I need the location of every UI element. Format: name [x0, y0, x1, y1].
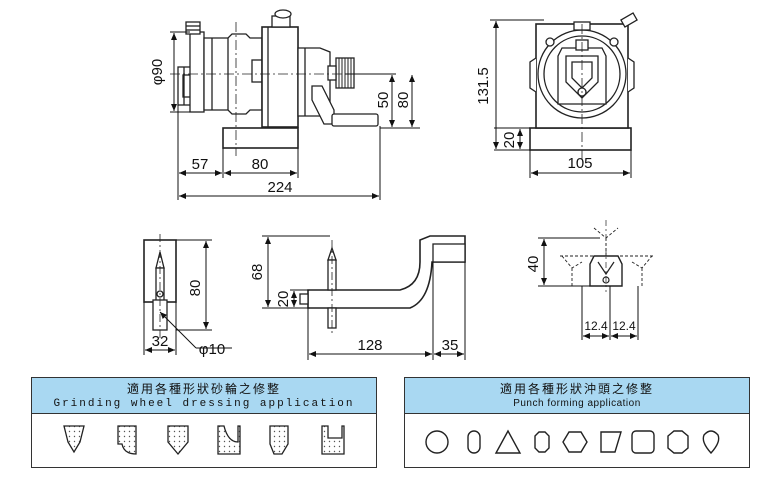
circle-shape [425, 430, 449, 454]
concave-wheel-shape [217, 425, 241, 455]
v-wheel-shape [63, 425, 85, 454]
holder-view [143, 234, 177, 338]
diameter-label: φ90 [149, 59, 166, 85]
arm-length-label: 128 [357, 337, 382, 354]
oval-shape [467, 430, 481, 454]
punch-application-panel: 適用各種形狀沖頭之修整 Punch forming application [404, 377, 750, 468]
grinding-panel-header: 適用各種形狀砂輪之修整 Grinding wheel dressing appl… [32, 378, 376, 414]
punch-height-label: 40 [525, 256, 542, 273]
front-view-dimensions [170, 31, 420, 200]
width-left-label: 57 [192, 156, 209, 173]
holder-height-label: 80 [187, 280, 204, 297]
arm-tip-label: 35 [442, 337, 459, 354]
triangle-shape [494, 429, 522, 454]
grinding-shapes [63, 425, 345, 456]
holder-view-dimensions [143, 239, 232, 355]
arm-offset-label: 20 [275, 291, 292, 308]
trapezoid-shape [600, 431, 622, 453]
punch-view-dimensions [538, 237, 639, 340]
radius-wheel-shape [117, 425, 137, 455]
side-base-height-label: 20 [501, 132, 518, 149]
side-width-label: 105 [567, 155, 592, 172]
punch-shapes [425, 429, 720, 455]
arm-view-dimensions [262, 235, 466, 360]
punch-view [560, 220, 654, 292]
grinding-application-panel: 適用各種形狀砂輪之修整 Grinding wheel dressing appl… [31, 377, 377, 468]
holder-diameter-label: φ10 [199, 341, 225, 358]
punch-left-label: 12.4 [584, 319, 608, 333]
angle-wheel-shape [269, 425, 289, 455]
arm-height-label: 68 [249, 264, 266, 281]
side-view [529, 12, 638, 160]
holder-width-label: 32 [152, 333, 169, 350]
width-total-label: 224 [267, 179, 292, 196]
punch-panel-title: 適用各種形狀沖頭之修整 [499, 382, 654, 396]
step-wheel-shape [321, 425, 345, 455]
hexagon-shape [562, 431, 588, 453]
grinding-panel-subtitle: Grinding wheel dressing application [53, 398, 355, 410]
height-total-label: 80 [395, 92, 412, 109]
grinding-panel-title: 適用各種形狀砂輪之修整 [126, 382, 281, 396]
octagon-shape [534, 431, 550, 453]
side-height-label: 131.5 [475, 67, 492, 105]
front-view [170, 9, 396, 156]
rounded-square-shape [631, 430, 655, 454]
octagon-large-shape [667, 430, 689, 454]
punch-panel-subtitle: Punch forming application [513, 398, 641, 409]
teardrop-shape [702, 430, 720, 455]
double-v-wheel-shape [167, 425, 189, 456]
side-view-dimensions [490, 19, 632, 178]
arm-view [299, 235, 466, 336]
width-base-label: 80 [252, 156, 269, 173]
punch-panel-header: 適用各種形狀沖頭之修整 Punch forming application [405, 378, 749, 414]
height-center-label: 50 [375, 92, 392, 109]
punch-right-label: 12.4 [612, 319, 636, 333]
